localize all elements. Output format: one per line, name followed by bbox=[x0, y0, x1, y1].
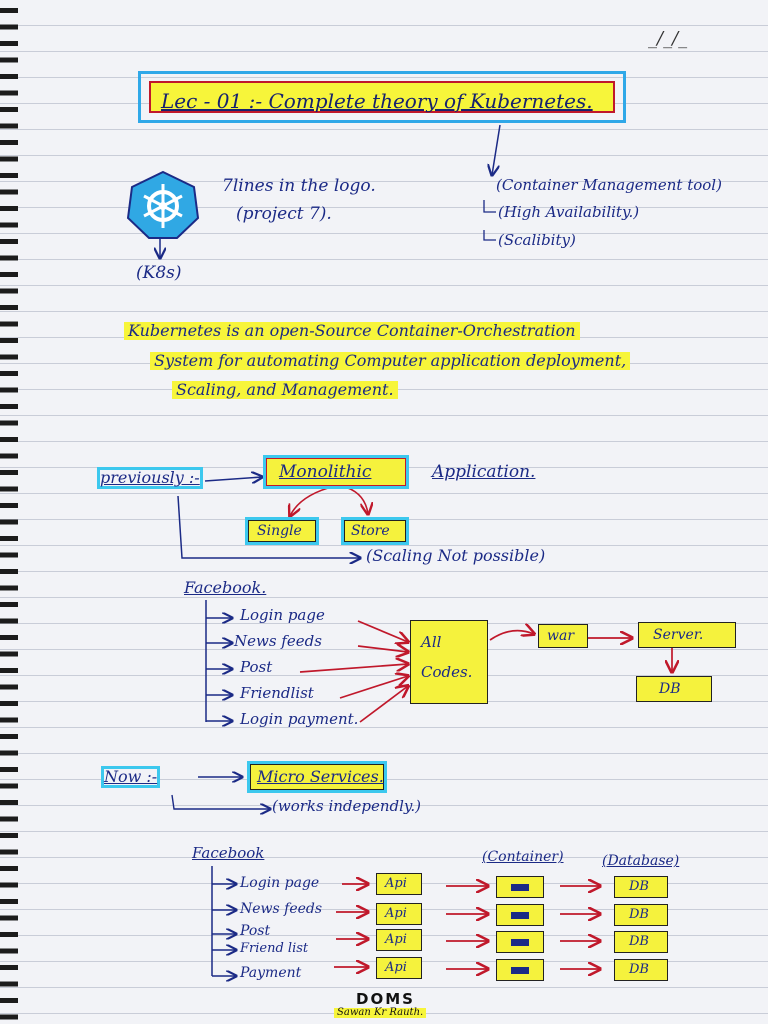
now-label: Now :- bbox=[104, 767, 158, 786]
db-label: DB bbox=[659, 681, 681, 697]
logo-caption-line2: (project 7). bbox=[236, 204, 332, 224]
monolithic-label: Monolithic bbox=[279, 462, 372, 482]
war-label: war bbox=[547, 628, 575, 644]
api-box: Api bbox=[376, 873, 422, 895]
feature-hook-3 bbox=[483, 230, 496, 241]
mono-item-friendlist: Friendlist bbox=[240, 684, 314, 702]
feature-container-management: (Container Management tool) bbox=[496, 176, 722, 194]
monolithic-box: Monolithic bbox=[266, 458, 406, 486]
microservices-label: Micro Services. bbox=[257, 767, 384, 786]
kubernetes-logo-icon bbox=[126, 170, 200, 240]
date-mark: _/_/_ bbox=[648, 28, 688, 49]
micro-row-arrows bbox=[334, 884, 600, 969]
all-codes-box: All Codes. bbox=[410, 620, 488, 704]
container-box bbox=[496, 931, 544, 953]
server-label: Server. bbox=[653, 627, 704, 643]
footer-author: Sawan Kr Rauth. bbox=[334, 1008, 427, 1018]
store-label: Store bbox=[351, 523, 390, 539]
k8s-label: (K8s) bbox=[136, 263, 182, 283]
container-box bbox=[496, 959, 544, 981]
previously-label: previously :- bbox=[100, 468, 200, 487]
micro-row-label-login-page: Login page bbox=[240, 875, 320, 891]
server-box: Server. bbox=[638, 622, 736, 648]
container-icon bbox=[511, 939, 529, 946]
container-box bbox=[496, 876, 544, 898]
db-row-box: DB bbox=[614, 904, 668, 926]
micro-row-label-news-feeds: News feeds bbox=[240, 901, 323, 917]
feature-scalability: (Scalibity) bbox=[498, 231, 576, 249]
api-label: Api bbox=[385, 876, 407, 891]
api-label: Api bbox=[385, 960, 407, 975]
db-row-box: DB bbox=[614, 959, 668, 981]
container-box bbox=[496, 904, 544, 926]
db-row-label: DB bbox=[629, 934, 649, 949]
db-row-label: DB bbox=[629, 879, 649, 894]
api-box: Api bbox=[376, 929, 422, 951]
db-row-box: DB bbox=[614, 931, 668, 953]
application-label: Application. bbox=[432, 462, 536, 482]
container-icon bbox=[511, 912, 529, 919]
feature-high-availability: (High Availability.) bbox=[498, 203, 640, 221]
war-box: war bbox=[538, 624, 588, 648]
container-icon bbox=[511, 884, 529, 891]
mono-item-login-payment: Login payment. bbox=[240, 710, 359, 728]
db-row-box: DB bbox=[614, 876, 668, 898]
footer-brand: DOMS bbox=[356, 990, 415, 1008]
mono-item-login-page: Login page bbox=[240, 606, 325, 624]
micro-row-label-payment: Payment bbox=[240, 965, 302, 981]
monolithic-to-single-arrow bbox=[290, 485, 336, 516]
db-row-label: DB bbox=[629, 907, 649, 922]
mono-item-post: Post bbox=[240, 658, 273, 676]
single-label: Single bbox=[257, 523, 302, 539]
single-box: Single bbox=[248, 520, 316, 542]
all-codes-line2: Codes. bbox=[421, 663, 473, 681]
microservices-box: Micro Services. bbox=[250, 764, 384, 790]
works-independently-note: (works independly.) bbox=[272, 797, 422, 815]
monolithic-to-store-arrow bbox=[341, 485, 368, 514]
db-box: DB bbox=[636, 676, 712, 702]
api-box: Api bbox=[376, 957, 422, 979]
definition-line3: Scaling, and Management. bbox=[172, 381, 398, 399]
facebook-micro-label: Facebook bbox=[192, 844, 265, 862]
page-title: Lec - 01 :- Complete theory of Kubernete… bbox=[161, 89, 593, 113]
title-to-features-arrow bbox=[492, 124, 501, 175]
mono-item-news-feeds: News feeds bbox=[234, 632, 322, 650]
api-label: Api bbox=[385, 906, 407, 921]
header-container: (Container) bbox=[482, 849, 564, 865]
micro-row-label-post: Post bbox=[240, 923, 271, 939]
definition-line2: System for automating Computer applicati… bbox=[150, 352, 631, 370]
api-box: Api bbox=[376, 903, 422, 925]
spiral-binding bbox=[0, 0, 22, 1024]
store-box: Store bbox=[344, 520, 406, 542]
container-icon bbox=[511, 967, 529, 974]
header-database: (Database) bbox=[602, 853, 680, 869]
all-codes-line1: All bbox=[421, 633, 442, 651]
previously-to-scaling-arrow bbox=[177, 495, 360, 558]
api-label: Api bbox=[385, 932, 407, 947]
facebook-mono-label: Facebook. bbox=[184, 578, 267, 597]
logo-caption-line1: 7lines in the logo. bbox=[222, 176, 376, 196]
title-highlight: Lec - 01 :- Complete theory of Kubernete… bbox=[149, 81, 615, 113]
title-box: Lec - 01 :- Complete theory of Kubernete… bbox=[138, 71, 626, 123]
previously-to-monolithic-arrow bbox=[204, 477, 262, 481]
db-row-label: DB bbox=[629, 962, 649, 977]
definition-line1: Kubernetes is an open-Source Container-O… bbox=[124, 322, 580, 340]
scaling-note: (Scaling Not possible) bbox=[366, 546, 546, 565]
micro-row-label-friend-list: Friend list bbox=[240, 941, 309, 956]
feature-hook-2 bbox=[483, 200, 496, 213]
